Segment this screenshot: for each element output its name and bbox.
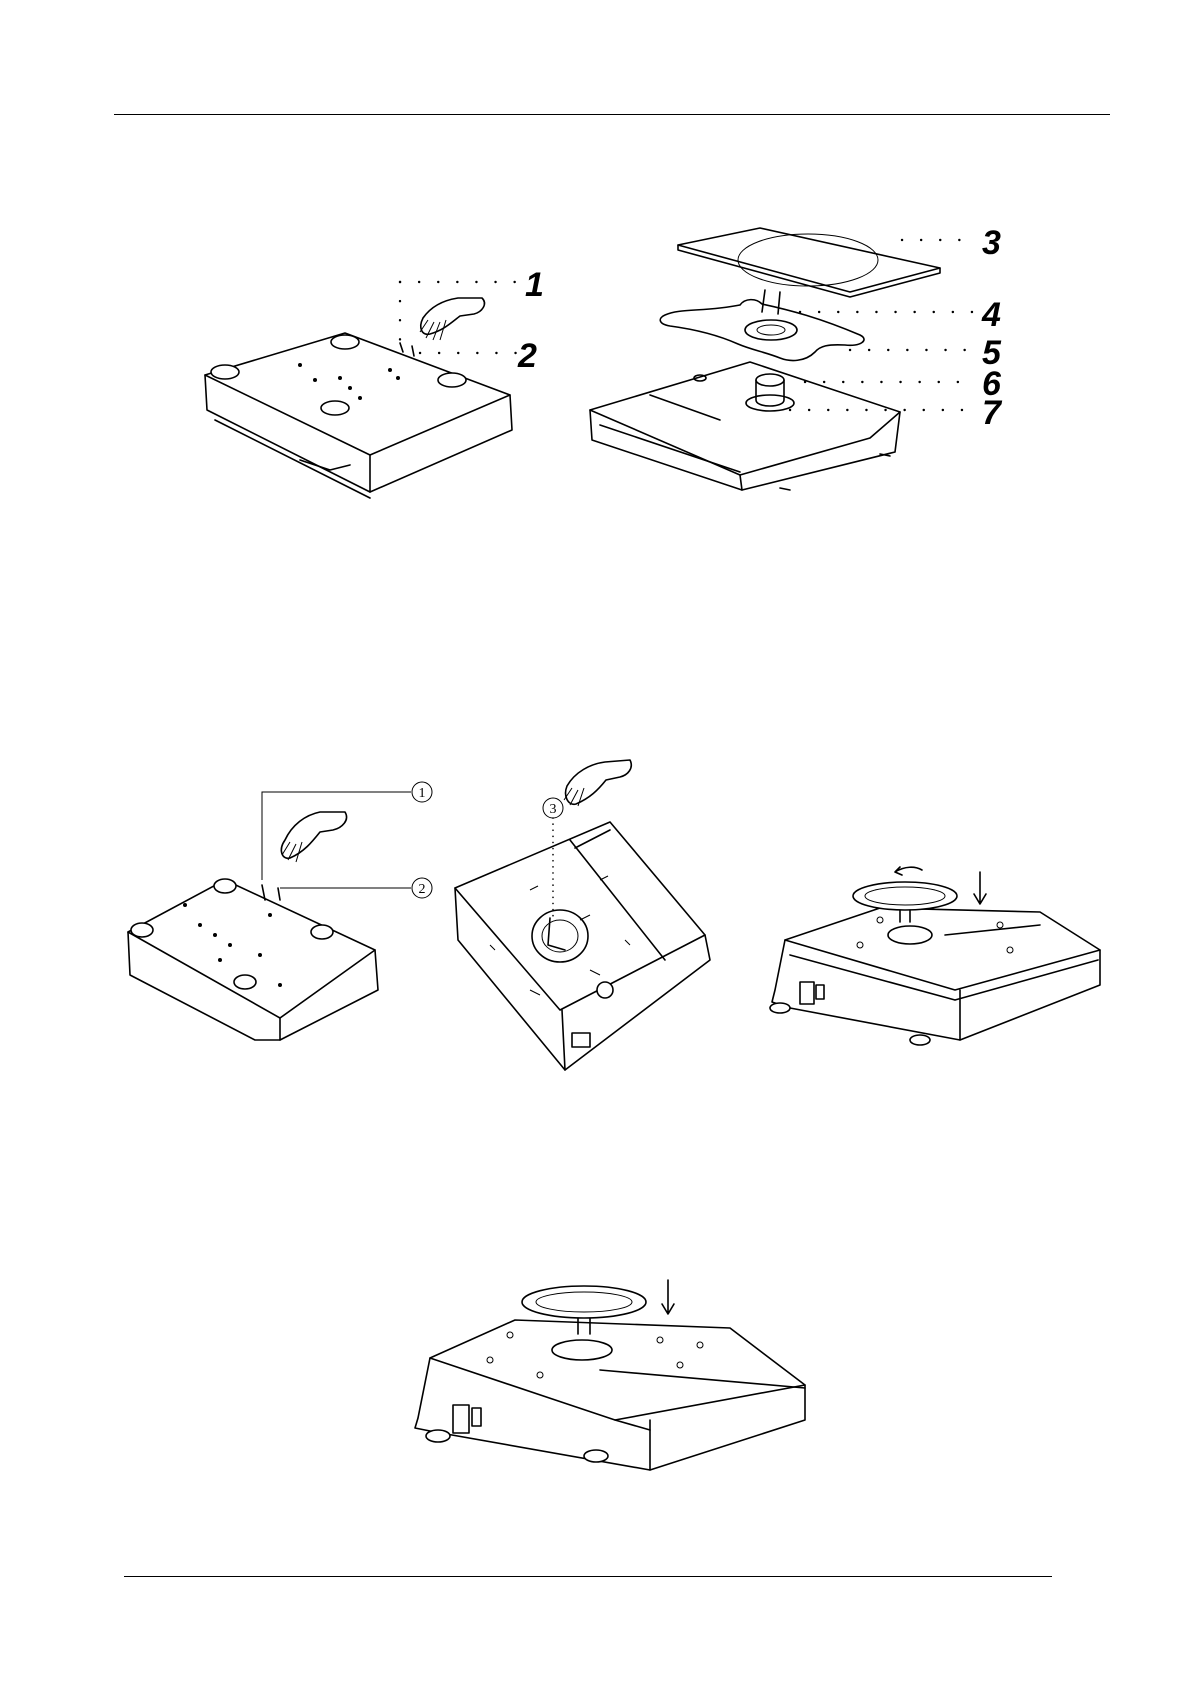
- footer-rule: [124, 1576, 1052, 1577]
- down-arrow-icon: [662, 1280, 674, 1314]
- scale-with-pan-large: [415, 1286, 805, 1470]
